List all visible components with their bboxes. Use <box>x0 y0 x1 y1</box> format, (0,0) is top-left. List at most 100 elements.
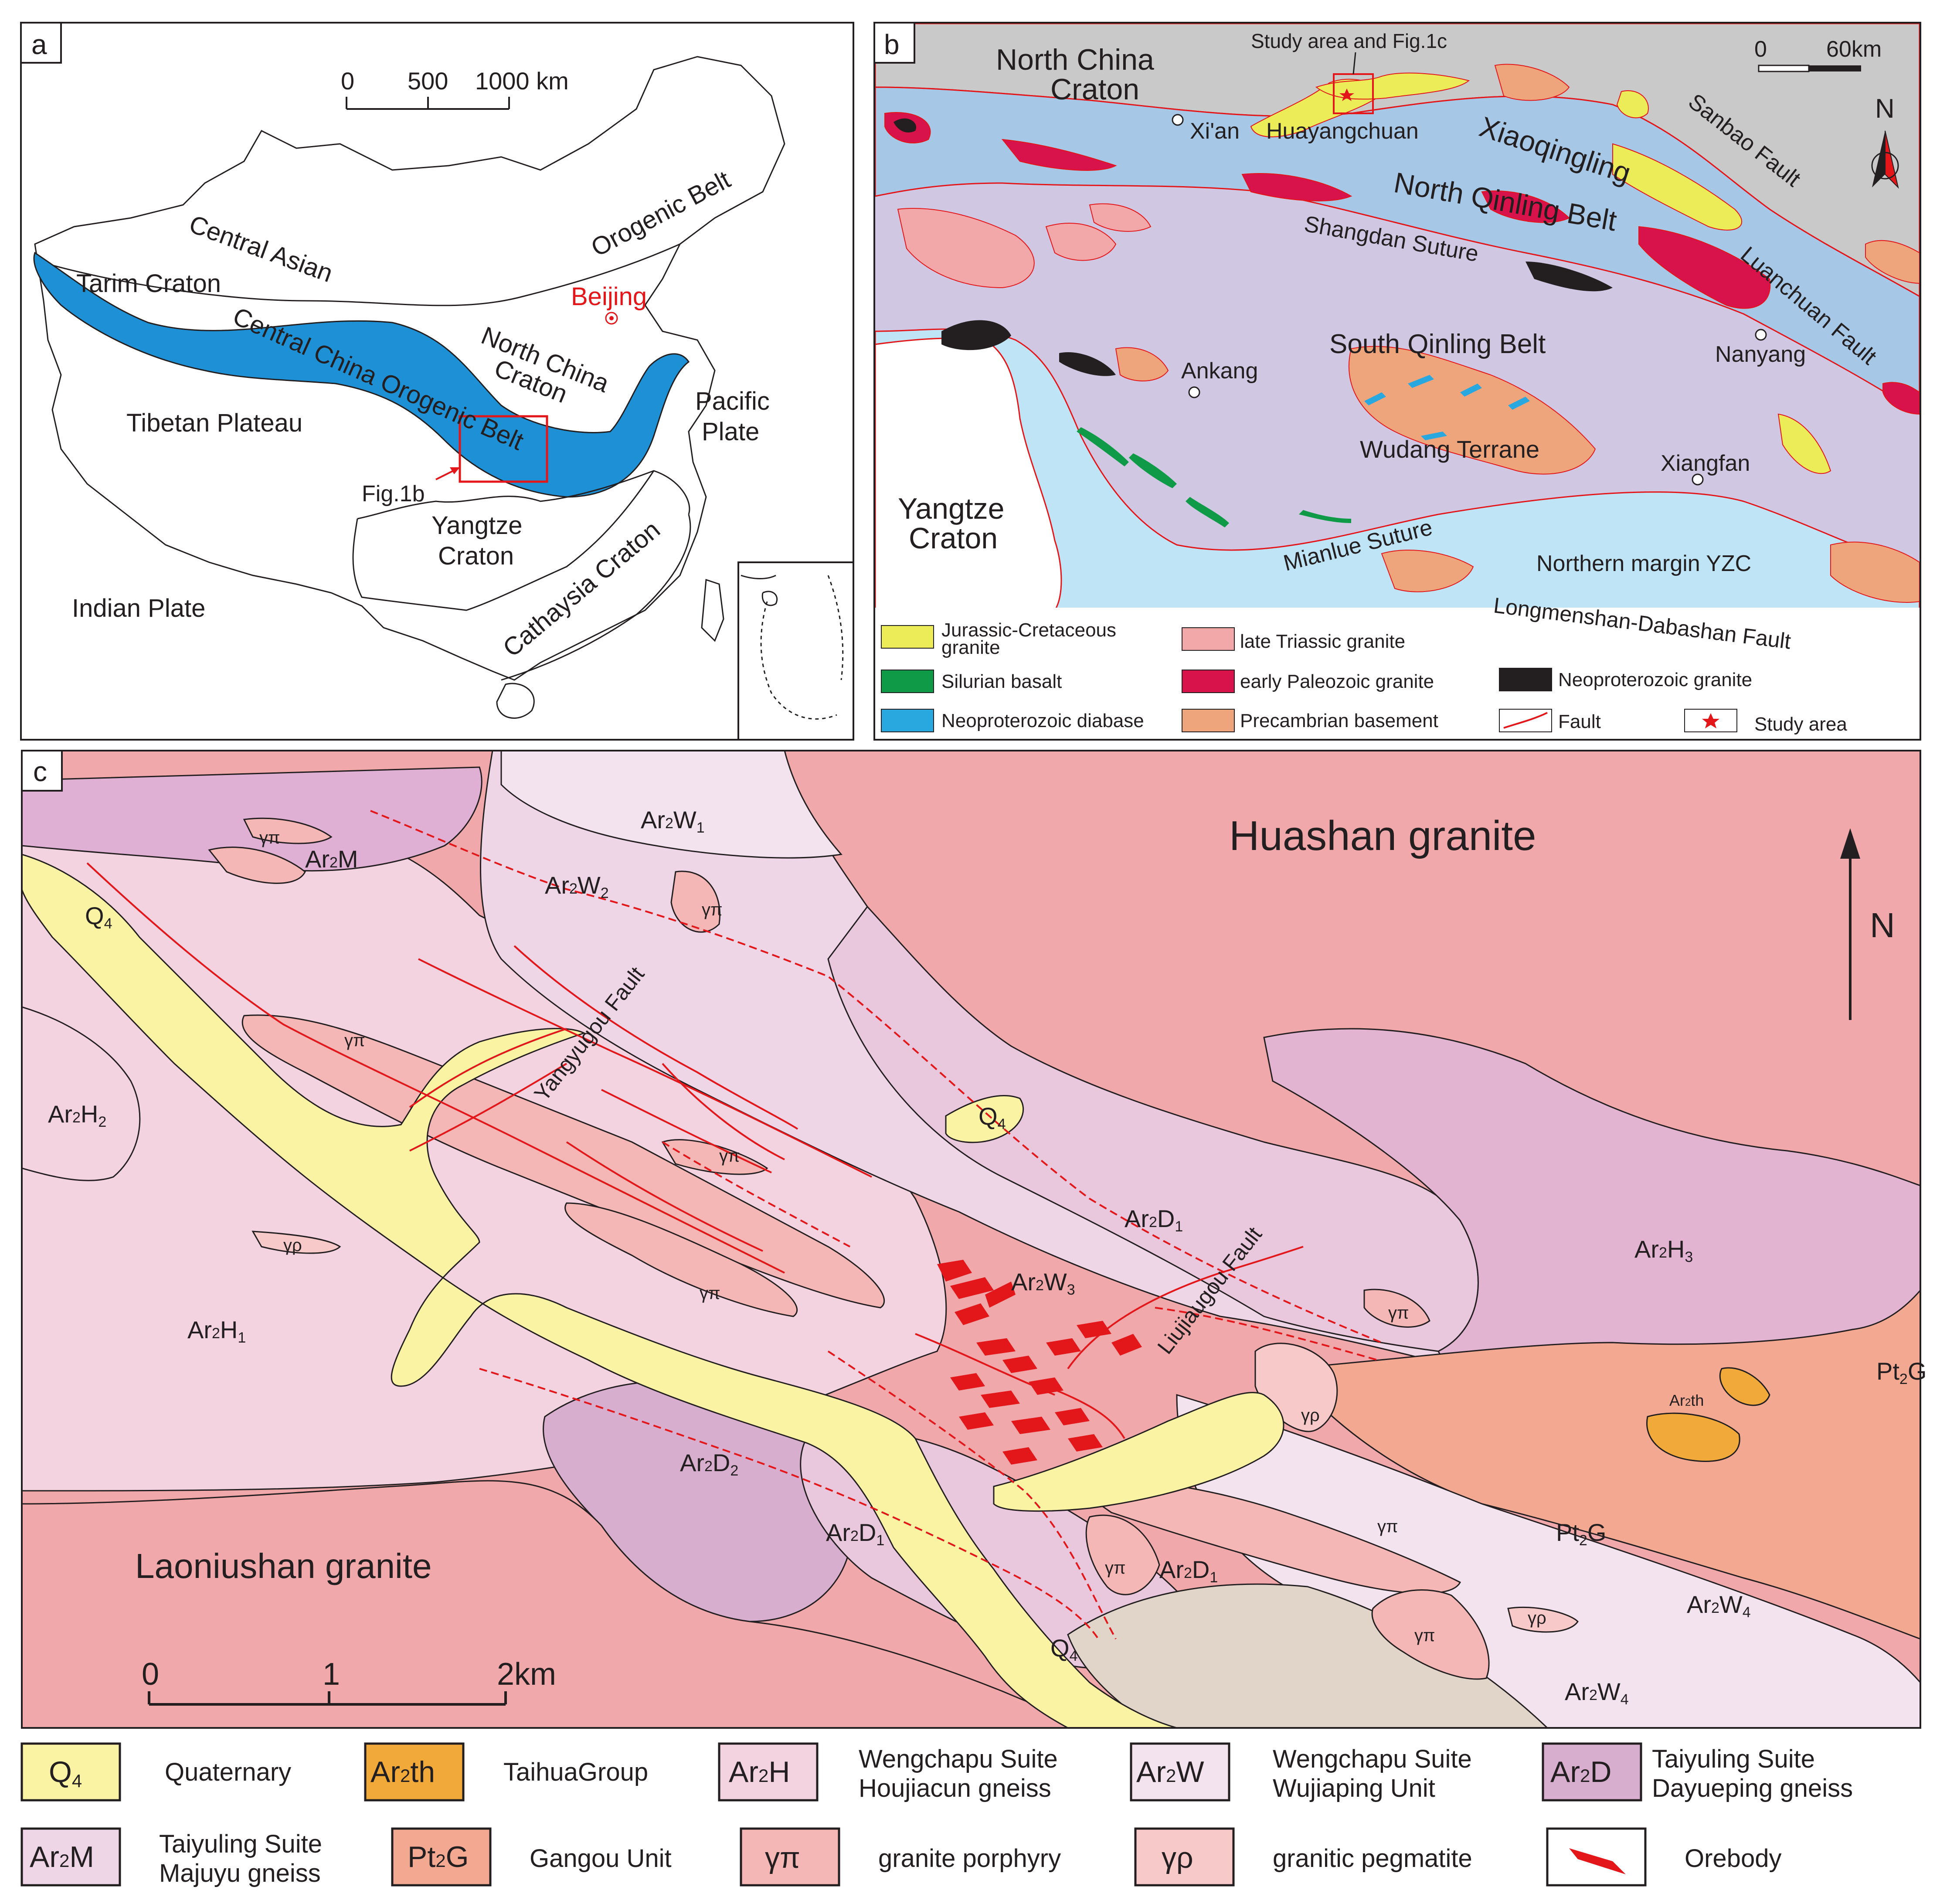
study-area-star <box>1339 88 1354 101</box>
legend-c-name-ar2w-1: Wengchapu Suite <box>1273 1745 1472 1773</box>
scs-inset <box>737 561 854 741</box>
label-yangtze-1: Yangtze <box>431 511 523 540</box>
label-gpi-7: γπ <box>1377 1517 1398 1536</box>
legend-c-code-grho: γρ <box>1162 1841 1193 1874</box>
legend-c-name-ar2h-2: Houjiacun gneiss <box>859 1774 1051 1802</box>
unit-ar2th-small <box>1719 1367 1770 1406</box>
label-ar2d1-b: Ar2D1 <box>826 1519 884 1549</box>
legend-c-orebody-shape <box>1569 1848 1626 1874</box>
legend-c-name-ar2m-1: Taiyuling Suite <box>159 1830 322 1858</box>
label-q4-b: Q4 <box>978 1102 1006 1132</box>
np-granite-3 <box>1525 262 1613 292</box>
lt-granite-1 <box>897 208 1035 289</box>
panel-b-scale-black <box>1809 65 1861 71</box>
legend-b-swatch-lt <box>1182 627 1235 651</box>
pc-basement-6 <box>1865 240 1920 284</box>
legend-b-label-sb: Silurian basalt <box>941 671 1062 692</box>
pc-basement-2 <box>1348 346 1596 475</box>
label-ar2w1: Ar2W1 <box>641 806 705 836</box>
fig1b-arrowhead <box>450 467 460 474</box>
caob-boundary <box>39 243 680 306</box>
label-yzc-2: Craton <box>909 522 998 555</box>
panel-a-scale-0: 0 <box>341 67 354 95</box>
panel-c-legend: Q4 Quaternary Ar2th TaihuaGroup Ar2H Wen… <box>20 1742 1853 1887</box>
label-q4-a: Q4 <box>85 902 112 932</box>
label-grho-3: γρ <box>1528 1608 1546 1628</box>
label-study: Study area and Fig.1c <box>1251 30 1447 52</box>
panel-c-north-label: N <box>1870 906 1895 945</box>
label-ar2w4-a: Ar2W4 <box>1687 1591 1751 1621</box>
legend-b-swatch-jc <box>881 625 934 649</box>
label-xian: Xi'an <box>1190 119 1240 144</box>
label-xiangfan: Xiangfan <box>1661 451 1750 476</box>
label-gpi-3: γπ <box>344 1031 365 1050</box>
legend-b-label-pb: Precambrian basement <box>1240 710 1438 731</box>
panel-b-north-ring <box>1871 152 1899 180</box>
study-area-leader <box>1352 52 1356 75</box>
jc-granite-3 <box>1612 143 1742 231</box>
fault-lines-dashed <box>370 810 1382 1640</box>
legend-b-label-fault: Fault <box>1558 711 1601 732</box>
label-beijing: Beijing <box>571 282 647 311</box>
label-yzc-1: Yangtze <box>898 492 1004 525</box>
label-pt2g-b: Pt2G <box>1556 1519 1606 1549</box>
legend-c-name-orebody: Orebody <box>1685 1844 1781 1873</box>
legend-c-swatch-pt2g <box>391 1827 492 1887</box>
city-xiangfan <box>1692 473 1704 486</box>
np-granite-2 <box>1059 352 1116 376</box>
label-ar2h2: Ar2H2 <box>48 1100 106 1130</box>
legend-b-star <box>1702 713 1719 728</box>
pc-basement-3 <box>1115 347 1169 381</box>
panel-c-tag-box <box>21 750 63 792</box>
unit-q4 <box>22 853 1177 1728</box>
label-nanyang: Nanyang <box>1715 342 1806 367</box>
legend-c-name-ar2m-2: Majuyu gneiss <box>159 1859 321 1887</box>
taiwan-island <box>701 578 724 642</box>
fig1b-box <box>459 415 548 483</box>
panel-c-scale-2: 2km <box>497 1657 556 1692</box>
legend-c-name-gpi: granite porphyry <box>878 1844 1061 1873</box>
legend-b-label-jc-2: granite <box>941 637 1000 658</box>
panel-b-legend: Jurassic-Cretaceous granite late Triassi… <box>881 619 1847 735</box>
city-xian <box>1172 114 1184 126</box>
yangtze-boundary <box>352 470 690 611</box>
label-indian: Indian Plate <box>72 594 205 622</box>
panel-c-tag: c <box>33 756 47 787</box>
legend-b-label-ng: Neoproterozoic granite <box>1558 669 1752 690</box>
panel-c-scale-1: 1 <box>323 1657 340 1692</box>
legend-c-name-q4: Quaternary <box>165 1758 291 1786</box>
legend-b-label-ep: early Paleozoic granite <box>1240 671 1434 692</box>
unit-q4-small <box>945 1095 1024 1143</box>
panel-a-tag: a <box>31 29 47 60</box>
label-tarim: Tarim Craton <box>76 269 221 298</box>
label-ar2w4-b: Ar2W4 <box>1565 1678 1629 1708</box>
label-ar2m: Ar2M <box>305 845 358 873</box>
panel-b-scale-0: 0 <box>1754 37 1767 62</box>
label-pacific-1: Pacific <box>695 387 770 415</box>
legend-c-code-ar2w: Ar2W <box>1136 1755 1204 1788</box>
legend-b-label-nd: Neoproterozoic diabase <box>941 710 1144 731</box>
unit-q4-east <box>993 1392 1284 1512</box>
label-huayangchuan: Huayangchuan <box>1266 119 1419 144</box>
unit-labels: Ar2M Ar2W1 Ar2W2 Ar2W3 Ar2W4 Ar2W4 Ar2H2… <box>48 806 1926 1708</box>
label-pt2g-a: Pt2G <box>1876 1357 1926 1387</box>
np-granite-4 <box>894 118 916 133</box>
panel-b-map <box>875 24 1920 608</box>
lt-granite-2 <box>1045 223 1117 261</box>
label-gpi-8: γπ <box>1105 1558 1126 1578</box>
panel-b-tag: b <box>884 29 900 60</box>
gpi-labels: γπ γπ γπ γπ γπ γπ γπ γπ γπ γρ γρ γρ <box>259 828 1546 1645</box>
ep-granite-3 <box>1241 173 1352 201</box>
legend-c-swatch-grho <box>1134 1827 1235 1887</box>
scs-inset-islands <box>760 575 844 720</box>
legend-c-code-ar2th: Ar2th <box>370 1755 435 1788</box>
legend-c-name-ar2h-1: Wengchapu Suite <box>859 1745 1058 1773</box>
label-ar2w2: Ar2W2 <box>545 871 609 901</box>
legend-c-swatch-ar2m <box>20 1827 121 1887</box>
panel-b-tag-box <box>873 22 915 64</box>
orebodies <box>937 1260 1142 1465</box>
legend-b-fault-line <box>1503 712 1548 729</box>
label-yangtze-2: Craton <box>438 542 514 570</box>
label-ar2d1-c: Ar2D1 <box>1159 1556 1218 1586</box>
panel-a-scale-1000: 1000 km <box>475 67 569 95</box>
